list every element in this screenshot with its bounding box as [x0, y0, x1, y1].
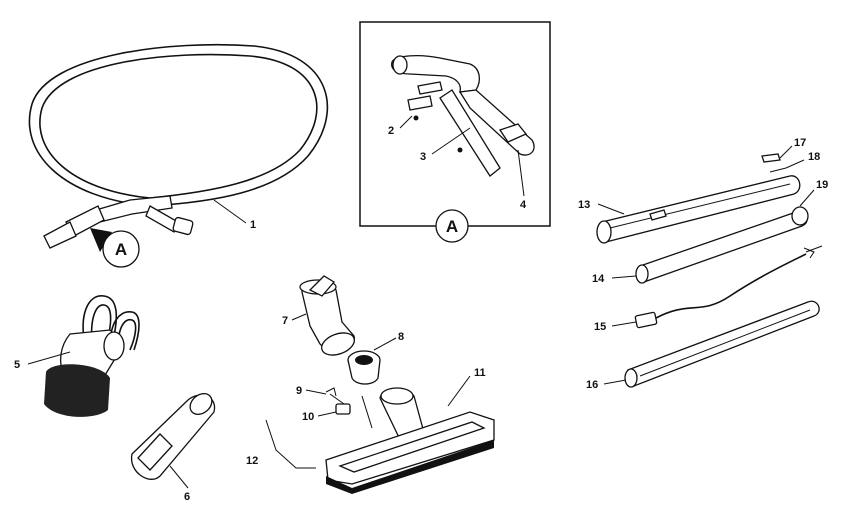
detail-a-box-label: A: [446, 217, 458, 236]
detail-a-box: A: [359, 21, 551, 243]
swivel-coupling: [347, 350, 381, 385]
callout-19: 19: [816, 179, 828, 191]
wand-upper: [596, 175, 801, 244]
callout-18: 18: [808, 151, 820, 163]
detail-a-pointer: [90, 228, 112, 252]
callout-12: 12: [246, 455, 258, 467]
callout-10: 10: [302, 411, 314, 423]
callout-9: 9: [296, 385, 302, 397]
callout-2: 2: [388, 125, 394, 137]
elbow-adapter: [299, 275, 355, 356]
power-cord: [634, 245, 823, 329]
callout-13: 13: [578, 199, 590, 211]
callout-4: 4: [520, 199, 527, 211]
callout-5: 5: [14, 359, 20, 371]
callout-8: 8: [398, 331, 404, 343]
callout-6: 6: [184, 491, 190, 503]
callout-14: 14: [592, 273, 605, 285]
callout-17: 17: [794, 137, 806, 149]
callout-16: 16: [586, 379, 598, 391]
callout-15: 15: [594, 321, 606, 333]
crevice-tool: [130, 393, 216, 480]
wand-lower: [624, 300, 820, 388]
callout-11: 11: [474, 367, 486, 379]
pin: [769, 167, 787, 173]
detail-a-circle: [102, 230, 140, 268]
hose-assembly: A: [28, 43, 329, 268]
clip: [761, 153, 781, 163]
detail-a-marker: A: [115, 240, 127, 259]
dusting-brush: [44, 295, 140, 417]
floor-nozzle: [325, 387, 495, 494]
wand-middle: [635, 206, 809, 284]
callout-7: 7: [282, 315, 288, 327]
callout-3: 3: [420, 151, 426, 163]
bracket-12: [265, 419, 316, 469]
nut: [335, 403, 351, 415]
screw: [325, 387, 345, 405]
callout-1: 1: [250, 219, 256, 231]
